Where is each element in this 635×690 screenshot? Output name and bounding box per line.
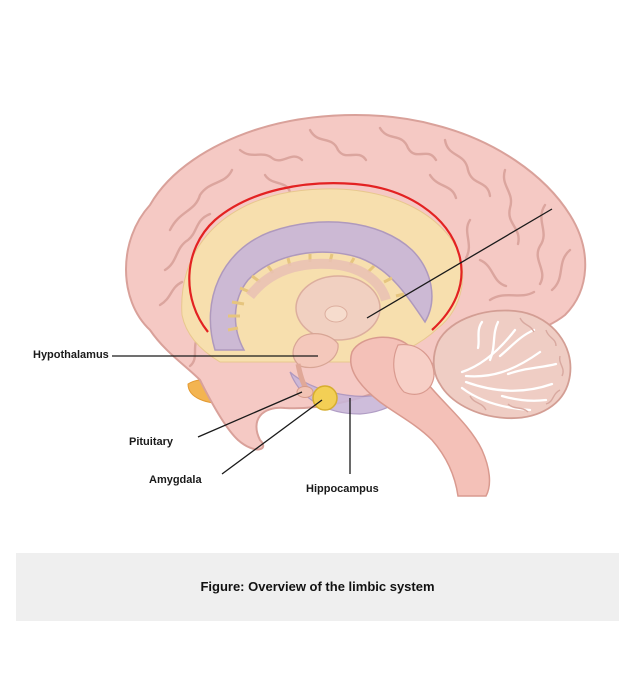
- label-hypothalamus: Hypothalamus: [33, 349, 109, 361]
- leader-line-cingulate: [366, 208, 553, 319]
- fornix: [246, 258, 391, 302]
- amygdala: [312, 385, 338, 411]
- pituitary: [296, 386, 314, 398]
- cerebellum-folia: [469, 317, 564, 413]
- label-hippocampus: Hippocampus: [306, 483, 379, 495]
- leader-line-pituitary: [197, 391, 303, 438]
- thalamus-nucleus: [324, 305, 348, 323]
- leader-lines: [112, 208, 553, 475]
- label-pituitary: Pituitary: [129, 436, 174, 448]
- caption-box: Figure: Overview of the limbic system: [16, 553, 619, 621]
- limbic-system-diagram: [112, 114, 587, 497]
- cingulate-gyrus-outline: [188, 182, 463, 333]
- gyri-texture: [158, 126, 572, 368]
- figure-caption: Figure: Overview of the limbic system: [200, 579, 435, 594]
- corpus-callosum: [209, 221, 433, 351]
- pons: [393, 344, 435, 395]
- label-amygdala: Amygdala: [149, 474, 202, 486]
- hypothalamus: [292, 333, 339, 369]
- leader-line-amygdala: [221, 399, 323, 475]
